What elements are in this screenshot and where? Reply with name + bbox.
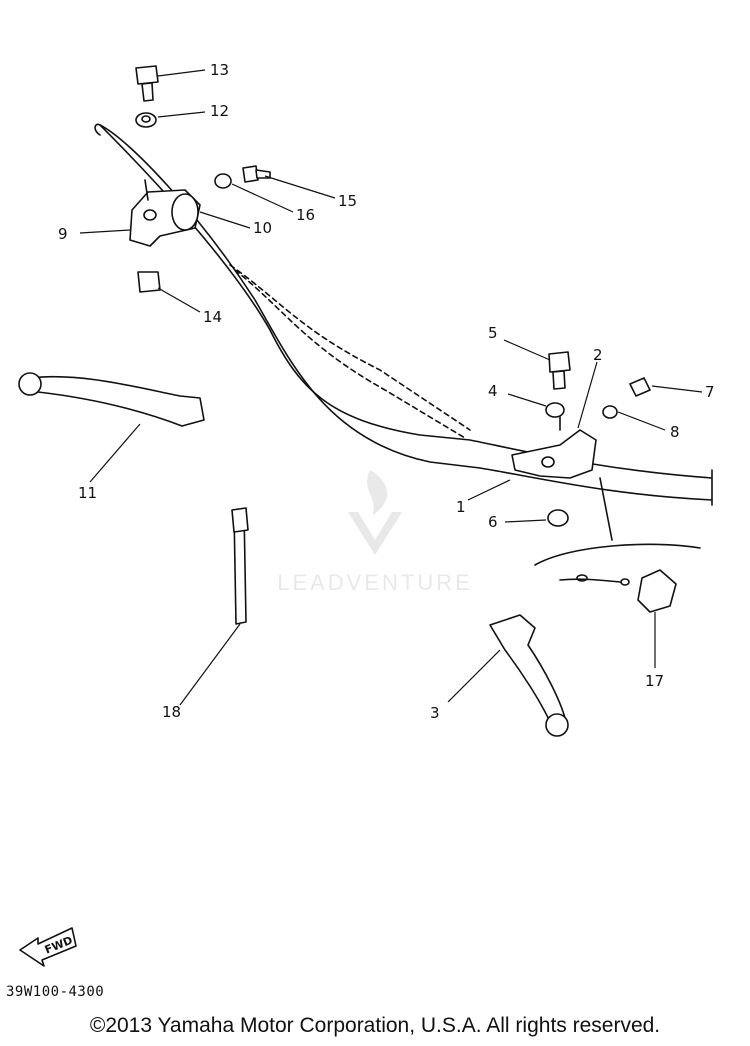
part-12-nut: [135, 112, 157, 128]
part-label-16: 16: [296, 206, 315, 224]
part-label-4: 4: [488, 382, 498, 400]
part-label-13: 13: [210, 61, 229, 79]
part-label-11: 11: [78, 484, 97, 502]
part-label-1: 1: [456, 498, 466, 516]
part-14-cap: [137, 271, 161, 293]
part-5-bolt: [548, 351, 571, 390]
part-1-brake-bracket: [511, 409, 597, 479]
part-11-clutch-lever: [18, 372, 205, 427]
diagram-code: 39W100-4300: [6, 984, 105, 1000]
watermark-text: LEADVENTURE: [277, 570, 473, 595]
part-6-nut: [547, 509, 569, 527]
part-label-8: 8: [670, 423, 680, 441]
part-7-bolt: [629, 377, 651, 397]
fwd-arrow-icon: FWD: [19, 927, 77, 967]
part-13-bolt: [135, 65, 159, 102]
part-9-clutch-bracket: [129, 179, 201, 247]
part-16-washer: [214, 173, 232, 189]
part-label-15: 15: [338, 192, 357, 210]
handlebar: [94, 123, 713, 506]
part-label-18: 18: [162, 703, 181, 721]
part-label-10: 10: [253, 219, 272, 237]
part-3-brake-lever: [489, 614, 569, 737]
part-15-bolt: [242, 165, 271, 183]
part-8-nut: [602, 405, 618, 419]
part-18-cable-band: [231, 507, 249, 625]
part-4-washer: [545, 402, 565, 418]
watermark-logo: LEADVENTURE: [277, 470, 473, 595]
copyright-notice: ©2013 Yamaha Motor Corporation, U.S.A. A…: [89, 1014, 661, 1037]
part-labels: 1 2 3 4 5 6 7 8 9 10 11 12 13 14 15 16 1…: [58, 61, 715, 722]
part-label-3: 3: [430, 704, 440, 722]
part-label-14: 14: [203, 308, 222, 326]
part-label-12: 12: [210, 102, 229, 120]
part-label-6: 6: [488, 513, 498, 531]
part-17-switch-inset: [534, 477, 701, 613]
part-label-2: 2: [593, 346, 603, 364]
part-label-9: 9: [58, 225, 68, 243]
part-label-17: 17: [645, 672, 664, 690]
part-label-5: 5: [488, 324, 498, 342]
leader-lines: [79, 69, 703, 706]
part-label-7: 7: [705, 383, 715, 401]
